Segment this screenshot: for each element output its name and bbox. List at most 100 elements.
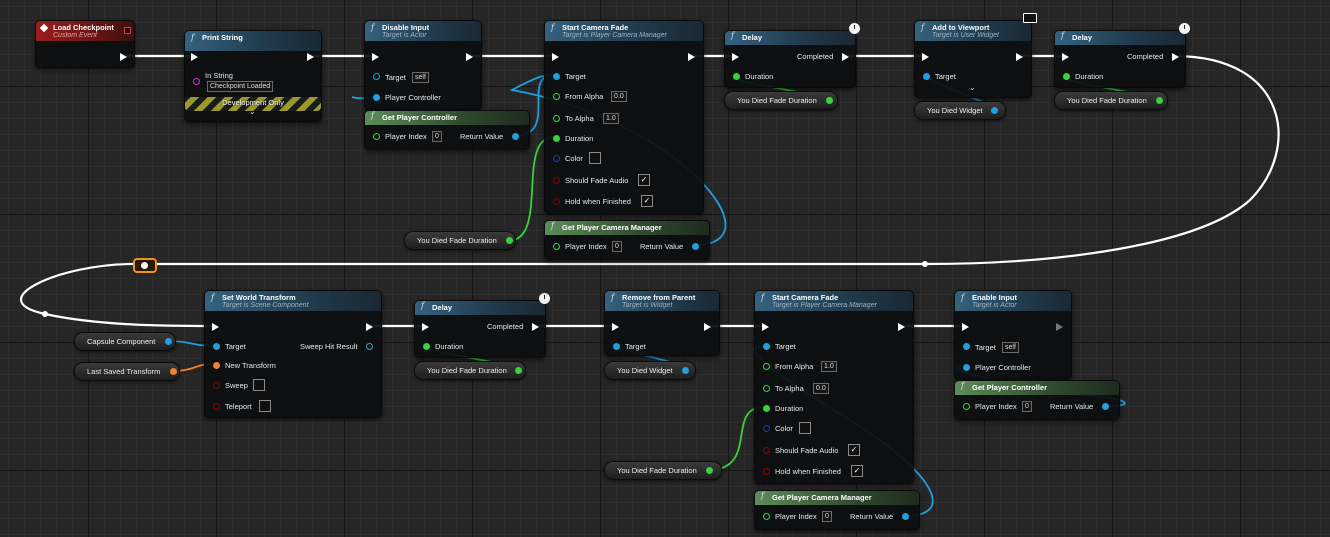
node-print-string[interactable]: f Print String In String Checkpoint Load… (184, 30, 322, 122)
variable-getter[interactable]: You Died Widget (604, 361, 696, 380)
float-pin[interactable] (733, 73, 740, 80)
transform-pin[interactable] (170, 368, 177, 375)
float-pin[interactable] (826, 97, 833, 104)
node-start-camera-fade[interactable]: f Start Camera Fade Target is Player Cam… (754, 290, 914, 484)
object-pin[interactable] (1102, 403, 1109, 410)
target-field[interactable]: self (1002, 342, 1019, 353)
fade-audio-checkbox[interactable]: ✓ (848, 444, 860, 456)
object-pin[interactable] (763, 343, 770, 350)
color-pin[interactable] (763, 425, 770, 432)
float-pin[interactable] (553, 135, 560, 142)
wire-knot[interactable] (922, 261, 928, 267)
in-string-field[interactable]: Checkpoint Loaded (207, 81, 274, 92)
exec-in-pin[interactable] (732, 53, 739, 61)
object-pin[interactable] (512, 133, 519, 140)
node-get-player-controller[interactable]: f Get Player Controller Player Index 0 R… (364, 110, 530, 150)
variable-getter[interactable]: You Died Widget (914, 101, 1006, 120)
bool-pin[interactable] (763, 468, 770, 475)
from-alpha-field[interactable]: 1.0 (821, 361, 837, 372)
object-pin[interactable] (963, 343, 970, 350)
color-swatch[interactable] (799, 422, 811, 434)
bool-pin[interactable] (763, 447, 770, 454)
node-load-checkpoint[interactable]: Load Checkpoint Custom Event (35, 20, 135, 68)
node-set-world-transform[interactable]: f Set World Transform Target is Scene Co… (204, 290, 382, 418)
exec-out-pin[interactable] (704, 323, 711, 331)
exec-out-pin[interactable] (842, 53, 849, 61)
exec-in-pin[interactable] (422, 323, 429, 331)
transform-pin[interactable] (213, 362, 220, 369)
exec-in-pin[interactable] (612, 323, 619, 331)
exec-out-pin[interactable] (688, 53, 695, 61)
exec-out-pin[interactable] (898, 323, 905, 331)
node-start-camera-fade[interactable]: f Start Camera Fade Target is Player Cam… (544, 20, 704, 214)
fade-audio-checkbox[interactable]: ✓ (638, 174, 650, 186)
bool-pin[interactable] (553, 177, 560, 184)
int-pin[interactable] (763, 513, 770, 520)
float-pin[interactable] (553, 93, 560, 100)
color-pin[interactable] (553, 155, 560, 162)
float-pin[interactable] (1063, 73, 1070, 80)
object-pin[interactable] (923, 73, 930, 80)
exec-in-pin[interactable] (372, 53, 379, 61)
exec-in-pin[interactable] (962, 323, 969, 331)
exec-out-pin[interactable] (307, 53, 314, 61)
player-index-field[interactable]: 0 (612, 241, 622, 252)
string-pin[interactable] (193, 78, 200, 85)
color-swatch[interactable] (589, 152, 601, 164)
target-field[interactable]: self (412, 72, 429, 83)
variable-getter[interactable]: Capsule Component (74, 332, 176, 351)
reroute-node[interactable] (133, 258, 157, 273)
to-alpha-field[interactable]: 0.0 (813, 383, 829, 394)
node-get-player-camera-manager[interactable]: f Get Player Camera Manager Player Index… (544, 220, 710, 260)
sweep-checkbox[interactable] (253, 379, 265, 391)
exec-out-pin[interactable] (1056, 323, 1063, 331)
object-pin[interactable] (613, 343, 620, 350)
float-pin[interactable] (763, 363, 770, 370)
teleport-checkbox[interactable] (259, 400, 271, 412)
exec-in-pin[interactable] (552, 53, 559, 61)
exec-in-pin[interactable] (1062, 53, 1069, 61)
exec-out-pin[interactable] (1172, 53, 1179, 61)
variable-getter[interactable]: You Died Fade Duration (404, 231, 516, 250)
float-pin[interactable] (553, 115, 560, 122)
exec-in-pin[interactable] (922, 53, 929, 61)
variable-getter[interactable]: You Died Fade Duration (724, 91, 838, 110)
node-delay[interactable]: f Delay Completed Duration (414, 293, 550, 358)
float-pin[interactable] (515, 367, 522, 374)
int-pin[interactable] (963, 403, 970, 410)
node-delay[interactable]: f Delay Completed Duration (724, 23, 860, 88)
float-pin[interactable] (706, 467, 713, 474)
player-index-field[interactable]: 0 (1022, 401, 1032, 412)
object-pin[interactable] (213, 343, 220, 350)
exec-in-pin[interactable] (762, 323, 769, 331)
chevron-down-icon[interactable]: ⌄ (249, 107, 256, 116)
from-alpha-field[interactable]: 0.0 (611, 91, 627, 102)
bool-pin[interactable] (553, 198, 560, 205)
exec-out-pin[interactable] (1016, 53, 1023, 61)
hold-when-finished-checkbox[interactable]: ✓ (851, 465, 863, 477)
object-pin[interactable] (373, 94, 380, 101)
node-get-player-controller[interactable]: f Get Player Controller Player Index 0 R… (954, 380, 1120, 420)
object-pin[interactable] (991, 107, 998, 114)
exec-in-pin[interactable] (212, 323, 219, 331)
float-pin[interactable] (763, 385, 770, 392)
bool-pin[interactable] (213, 403, 220, 410)
float-pin[interactable] (1156, 97, 1163, 104)
wire-knot[interactable] (42, 311, 48, 317)
node-add-to-viewport[interactable]: f Add to Viewport Target is User Widget … (914, 13, 1037, 98)
bool-pin[interactable] (213, 382, 220, 389)
object-pin[interactable] (553, 73, 560, 80)
object-pin[interactable] (373, 73, 380, 80)
node-enable-input[interactable]: f Enable Input Target is Actor Target se… (954, 290, 1072, 380)
exec-out-pin[interactable] (466, 53, 473, 61)
variable-getter[interactable]: You Died Fade Duration (414, 361, 526, 380)
node-delay[interactable]: f Delay Completed Duration (1054, 23, 1190, 88)
object-pin[interactable] (165, 338, 172, 345)
player-index-field[interactable]: 0 (432, 131, 442, 142)
object-pin[interactable] (902, 513, 909, 520)
node-remove-from-parent[interactable]: f Remove from Parent Target is Widget Ta… (604, 290, 720, 356)
chevron-down-icon[interactable]: ⌄ (969, 83, 976, 92)
variable-getter[interactable]: Last Saved Transform (74, 362, 180, 381)
player-index-field[interactable]: 0 (822, 511, 832, 522)
exec-in-pin[interactable] (191, 53, 198, 61)
